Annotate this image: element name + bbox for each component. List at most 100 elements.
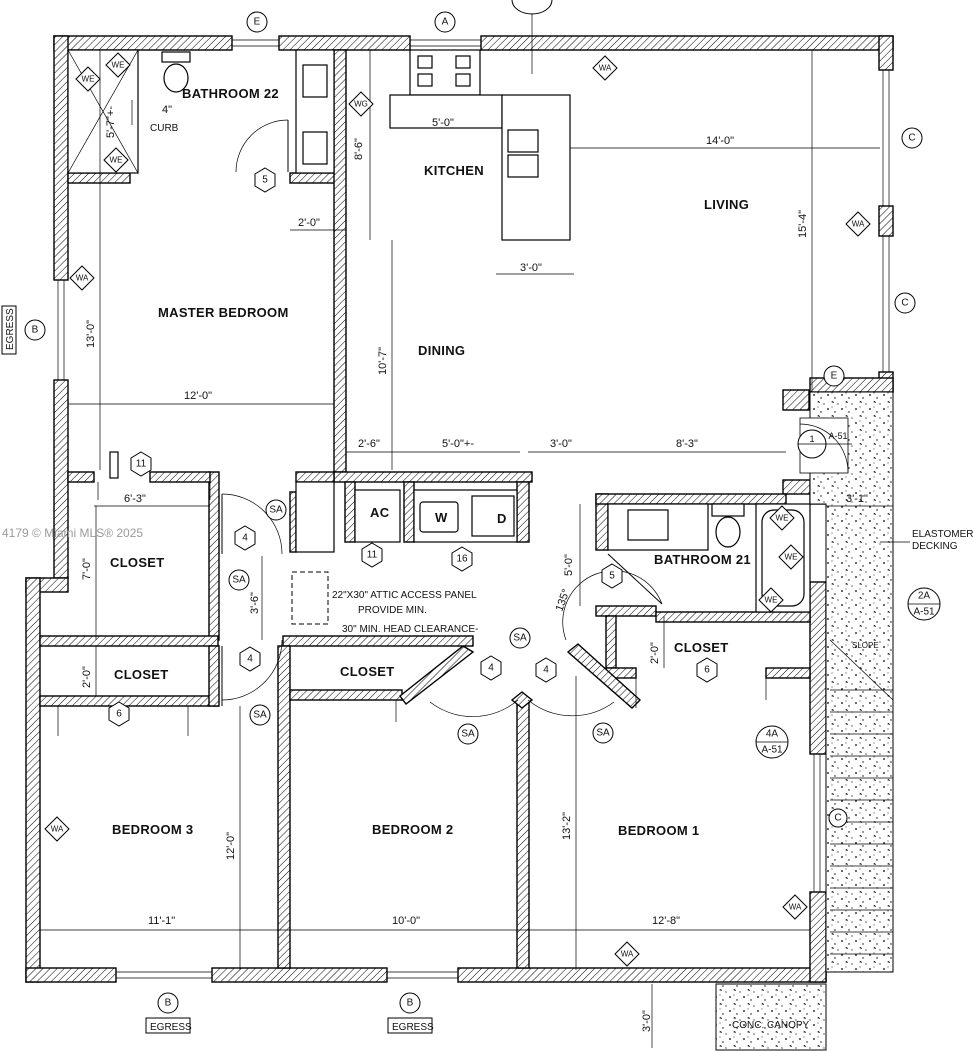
appliance-label-washer: W [435, 510, 448, 525]
diamond-tags: WE WE WE WG WA WA WA WE WE WE WA WA WA [44, 52, 871, 967]
mls-watermark: 4179 © Miami MLS® 2025 [2, 526, 143, 540]
windows [57, 39, 890, 979]
deck-note-line-1: ELASTOMERIC [912, 529, 973, 540]
door-angle-135: 135° [554, 588, 573, 613]
circle-tags: E A C C E B B B C 1 A-51 2A A-51 4A A-51… [24, 11, 941, 1014]
tag-e-top: E [254, 17, 261, 28]
dimension-13-0: 13'-0" [85, 320, 97, 348]
tag-sa-6: SA [596, 728, 610, 739]
diamond-wa-top: WA [599, 64, 612, 73]
room-label-bedroom-2: BEDROOM 2 [372, 822, 453, 837]
diamond-wa-master: WA [76, 274, 89, 283]
diamond-we-bath21-b: WE [785, 553, 798, 562]
dimension-12-0-bedroom-3: 12'-0" [225, 832, 237, 860]
hex-4-c: 4 [488, 663, 494, 674]
bathroom-22-fixtures [67, 49, 335, 174]
hex-16-laundry: 16 [456, 554, 468, 565]
dimension-2-6: 2'-6" [358, 438, 380, 450]
angled-walls [399, 643, 642, 709]
room-label-kitchen: KITCHEN [424, 163, 484, 178]
tag-c-right-2: C [901, 298, 908, 309]
tag-b-bottom-1: B [165, 998, 172, 1009]
room-label-dining: DINING [418, 343, 465, 358]
diamond-wa-bedroom-1: WA [789, 903, 802, 912]
ref-2a-sheet: A-51 [913, 607, 935, 618]
room-label-closet-bedroom-2: CLOSET [340, 664, 395, 679]
dimension-12-8: 12'-8" [652, 915, 680, 927]
deck-note-line-2: DECKING [912, 541, 958, 552]
svg-text:EGRESS: EGRESS [5, 308, 16, 350]
room-label-closet-hall: CLOSET [110, 555, 165, 570]
hex-4-a: 4 [242, 533, 248, 544]
dimension-5-0-laundry: 5'-0"+- [442, 438, 474, 450]
interior-walls [39, 49, 811, 969]
hexagon-tags: 5 11 11 16 4 4 4 4 5 6 6 [108, 167, 718, 727]
curb-label: CURB [150, 123, 179, 134]
room-label-closet-bedroom-3: CLOSET [114, 667, 169, 682]
dimension-6-3: 6'-3" [124, 493, 146, 505]
diamond-we-2: WE [82, 75, 95, 84]
diamond-we-bath21-c: WE [765, 596, 778, 605]
tag-c-stair: C [834, 813, 841, 824]
dimension-3-0-kitchen: 3'-0" [520, 262, 542, 274]
hall-closet-fixtures [109, 451, 335, 553]
dimension-2-0-closet-bedroom-1: 2'-0" [649, 642, 661, 664]
dimension-8-6: 8'-6" [353, 138, 365, 160]
ref-1-sheet: A-51 [828, 431, 847, 441]
dimension-13-2: 13'-2" [561, 812, 573, 840]
tag-sa-2: SA [232, 575, 246, 586]
diamond-wa-living: WA [852, 220, 865, 229]
dimension-15-4: 15'-4" [797, 210, 809, 238]
egress-bottom-2: EGRESS [387, 1017, 434, 1034]
room-label-master-bedroom: MASTER BEDROOM [158, 305, 289, 320]
hex-5-bathroom-21: 5 [609, 571, 615, 582]
dimension-3-6: 3'-6" [249, 592, 261, 614]
appliance-label-dryer: D [497, 511, 507, 526]
exterior-walls [25, 35, 894, 983]
canopy-note: CONC. CANOPY [732, 1020, 810, 1031]
room-label-bathroom-21: BATHROOM 21 [654, 552, 751, 567]
dimension-4-inch: 4" [162, 104, 172, 116]
room-label-bedroom-1: BEDROOM 1 [618, 823, 699, 838]
attic-note-line-2: PROVIDE MIN. [358, 605, 427, 616]
ref-4a-sheet: A-51 [761, 745, 783, 756]
tag-e-right: E [831, 371, 838, 382]
attic-access-panel [291, 571, 329, 625]
room-label-living: LIVING [704, 197, 749, 212]
room-label-closet-bedroom-1: CLOSET [674, 640, 729, 655]
attic-note-line-3: 30" MIN. HEAD CLEARANCE- [342, 624, 478, 635]
section-marker-top [511, 0, 553, 74]
hex-11-ac: 11 [367, 550, 378, 561]
tag-sa-5: SA [461, 729, 475, 740]
svg-text:EGRESS: EGRESS [392, 1022, 434, 1033]
dimension-3-0-hall: 3'-0" [550, 438, 572, 450]
hex-5-bathroom-22: 5 [262, 175, 268, 186]
diamond-wg: WG [354, 100, 368, 109]
hex-11-hall: 11 [136, 459, 147, 470]
attic-note-line-1: 22"X30" ATTIC ACCESS PANEL [332, 590, 477, 601]
room-label-bathroom-22: BATHROOM 22 [182, 86, 279, 101]
dimension-5-0-kitchen: 5'-0" [432, 117, 454, 129]
hex-4-d: 4 [543, 665, 549, 676]
dimension-10-0: 10'-0" [392, 915, 420, 927]
room-label-bedroom-3: BEDROOM 3 [112, 822, 193, 837]
dimension-8-3: 8'-3" [676, 438, 698, 450]
hex-6-closet: 6 [116, 709, 122, 720]
dimension-2-0-master: 2'-0" [298, 217, 320, 229]
tag-b-bottom-2: B [407, 998, 414, 1009]
diamond-wa-bedroom-3: WA [51, 825, 64, 834]
diamond-we-1: WE [112, 61, 125, 70]
ref-2a-number: 2A [918, 591, 931, 602]
dimension-11-1: 11'-1" [148, 915, 175, 927]
dimension-12-0-master: 12'-0" [184, 390, 212, 402]
diamond-we-bath21-a: WE [776, 514, 789, 523]
dimension-5-7: 5'-7"+- [105, 106, 117, 138]
stair-treads [829, 639, 894, 955]
egress-bottom-1: EGRESS [145, 1017, 192, 1034]
laundry-fixtures [354, 489, 518, 543]
tag-sa-1: SA [269, 505, 283, 516]
exterior-deck [715, 391, 894, 1051]
hex-6-closet-bedroom-1: 6 [704, 665, 710, 676]
dimension-3-1: 3'-1" [846, 493, 868, 505]
